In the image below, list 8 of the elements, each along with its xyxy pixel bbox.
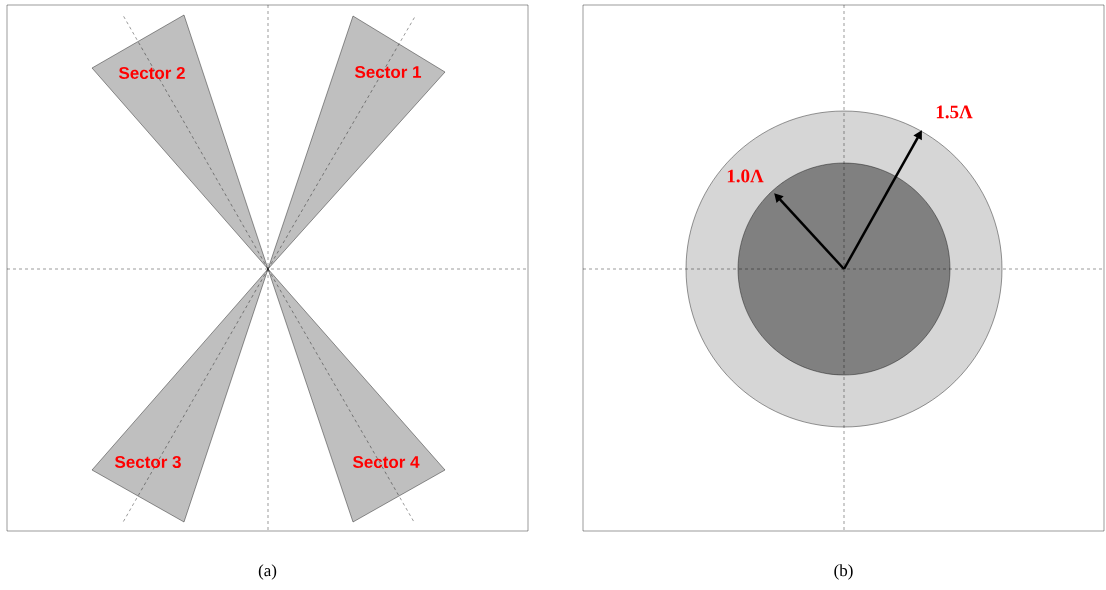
node-label: (a) — [258, 564, 277, 580]
sector-wedge: Sector 2 — [91, 14, 269, 270]
radius-label: 1.5Λ — [936, 105, 973, 119]
radius-label: 1.0Λ — [727, 169, 764, 183]
sector-wedge: Sector 4 — [267, 268, 446, 524]
sector-wedge: Sector 1 — [267, 15, 446, 270]
node-label: (b) — [834, 564, 853, 580]
sector-wedge: Sector 3 — [91, 268, 269, 524]
